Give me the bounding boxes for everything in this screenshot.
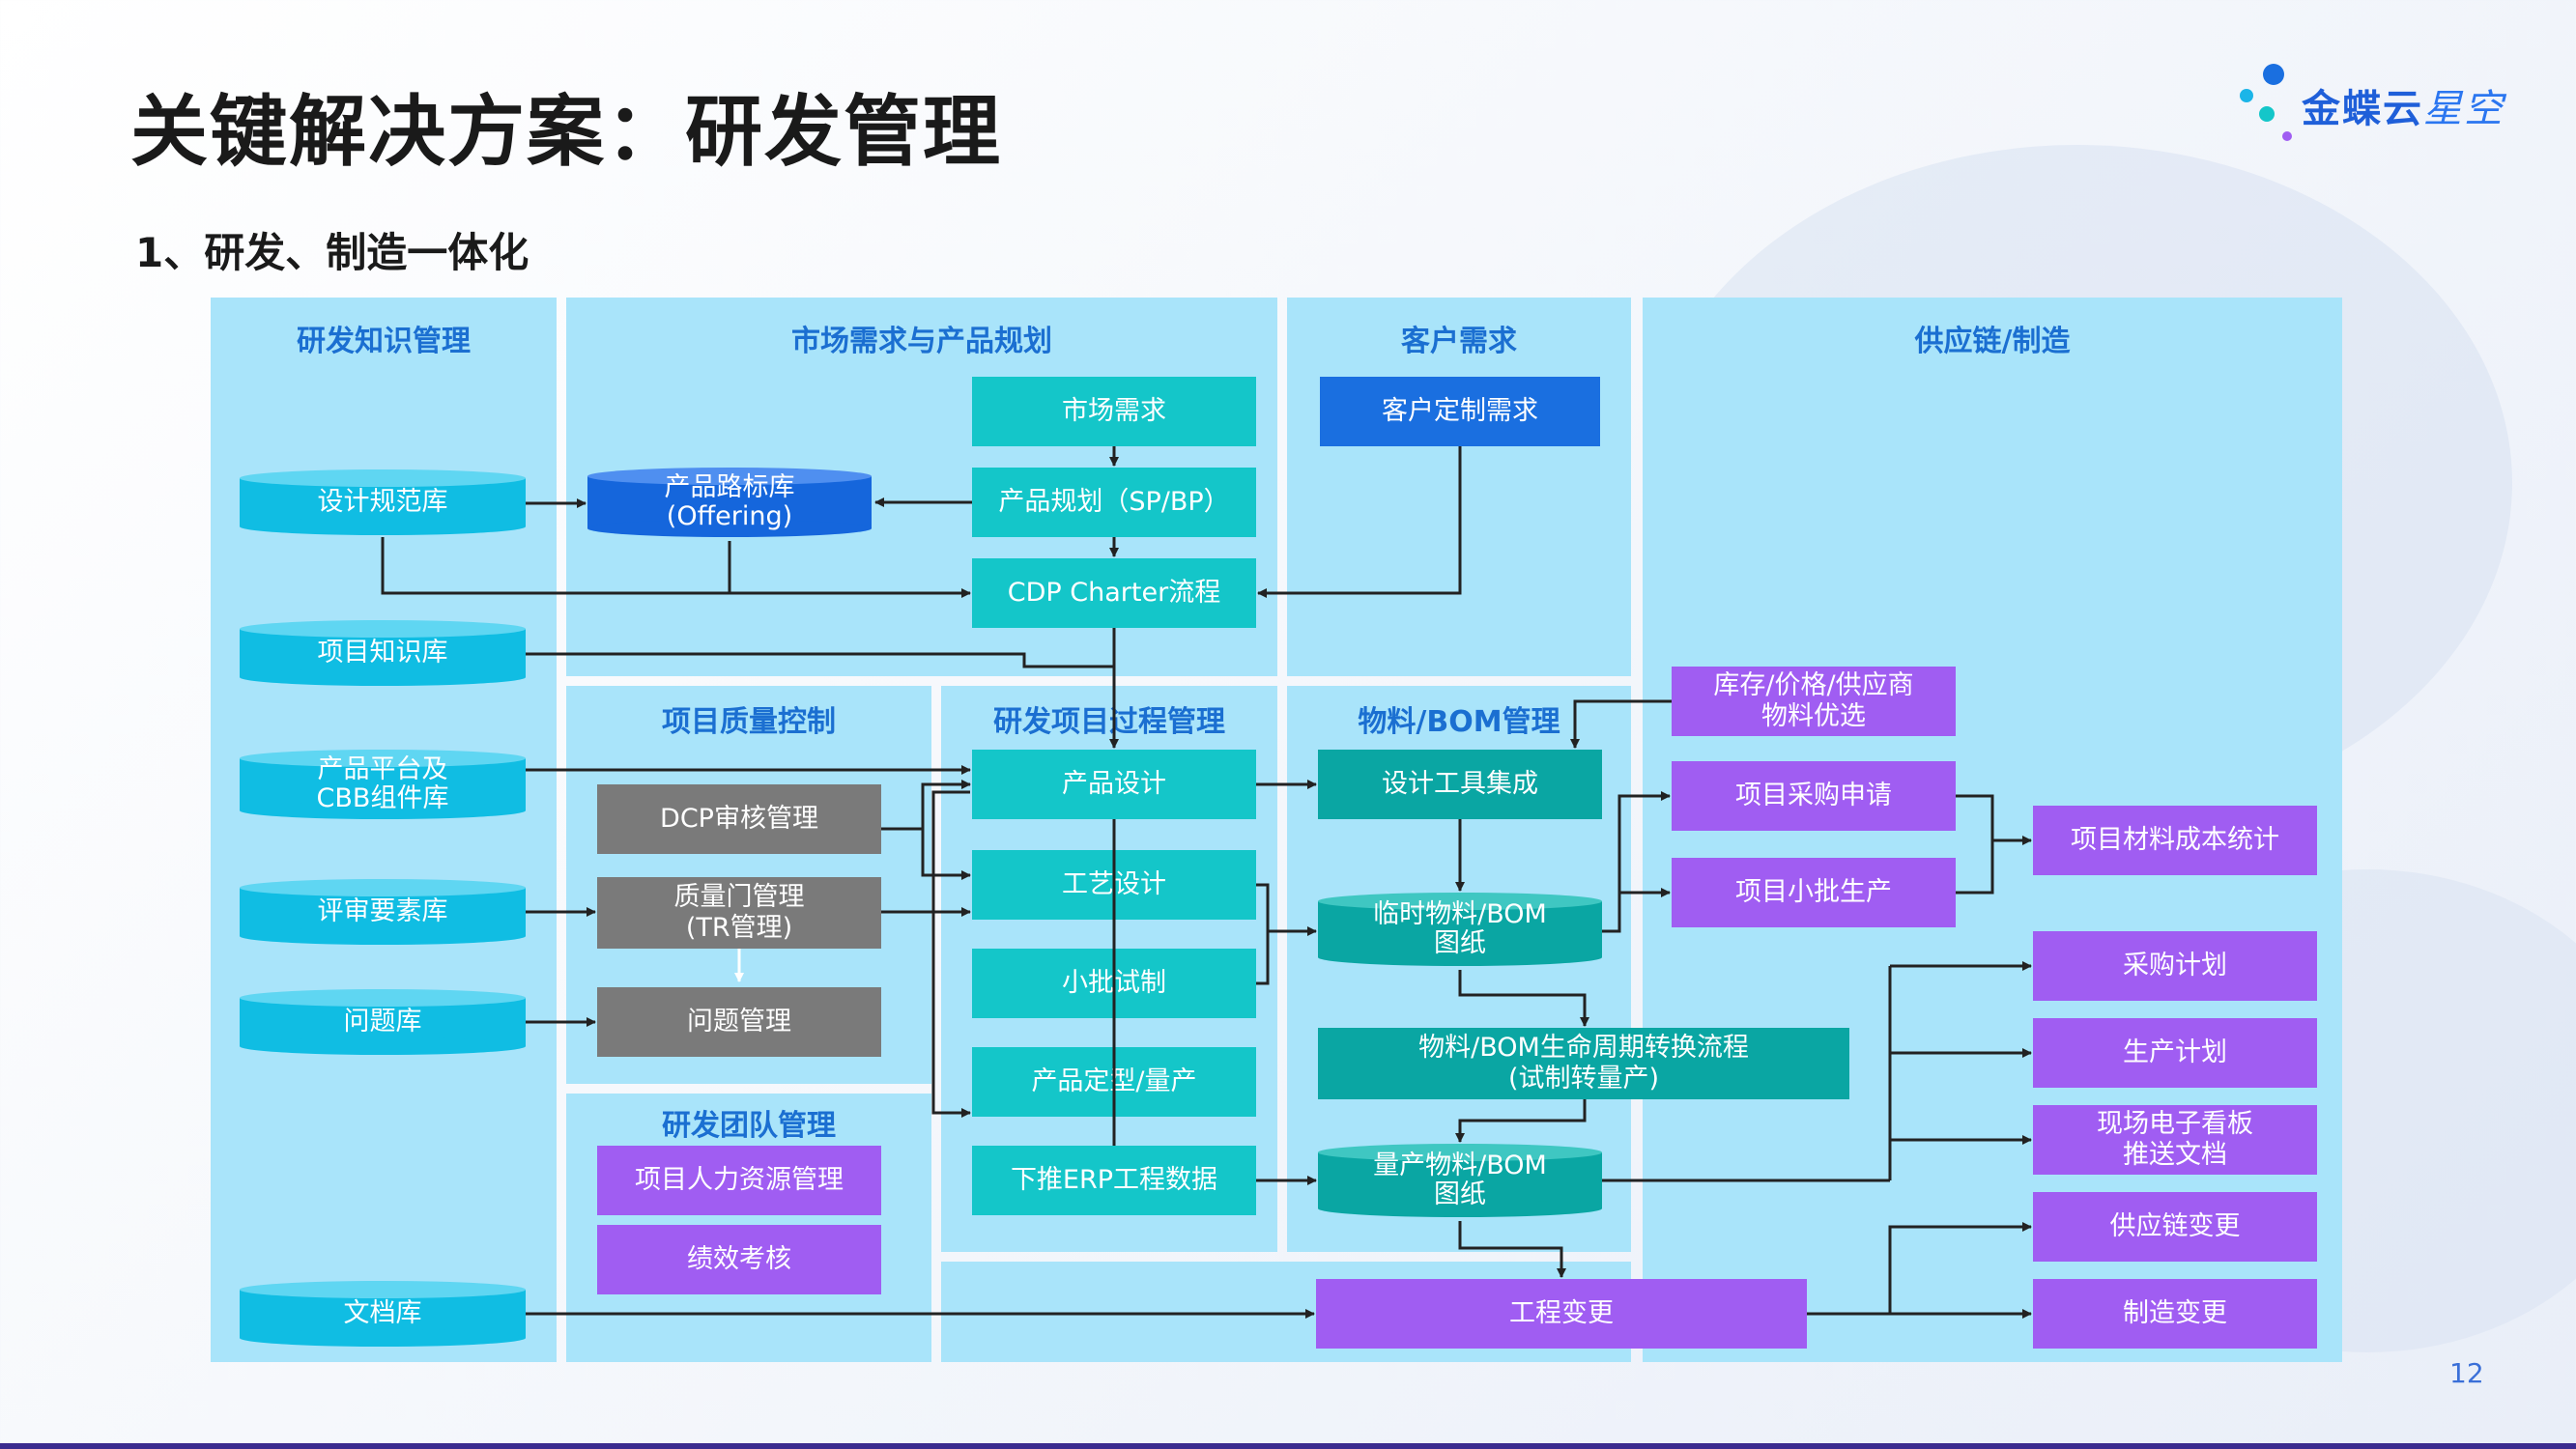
- repo-label-line: CBB组件库: [316, 783, 449, 813]
- node-label-line: 图纸: [1433, 928, 1486, 958]
- node-hr: 项目人力资源管理: [597, 1146, 881, 1215]
- node-engineering-change: 工程变更: [1316, 1279, 1807, 1349]
- connector-line: [931, 912, 971, 1118]
- repo-offering: 产品路标库(Offering): [587, 468, 872, 541]
- node-dcp-review: DCP审核管理: [597, 784, 881, 854]
- repo-project-knowledge: 项目知识库: [240, 620, 526, 688]
- page-number: 12: [2449, 1357, 2484, 1389]
- logo-product: 星空: [2423, 87, 2504, 131]
- node-label-line: 现场电子看板: [2097, 1109, 2253, 1139]
- node-label-line: 物料优选: [1760, 701, 1866, 731]
- connector-line: [526, 652, 1114, 668]
- connector-line: [1888, 1222, 2032, 1314]
- node-cdp-charter: CDP Charter流程: [972, 558, 1256, 628]
- node-cost-statistics: 项目材料成本统计: [2033, 806, 2317, 875]
- section-title-bom: 物料/BOM管理: [1358, 705, 1560, 739]
- node-label-line: 图纸: [1433, 1179, 1486, 1209]
- section-title-knowledge: 研发知识管理: [297, 325, 471, 358]
- node-erp-data: 下推ERP工程数据: [972, 1146, 1256, 1215]
- connector-line: [381, 537, 971, 598]
- logo-dot: [2240, 89, 2253, 102]
- node-customer-demand: 客户定制需求: [1320, 377, 1600, 446]
- connector-line: [1256, 883, 1270, 985]
- repo-label: 问题库: [343, 1007, 422, 1037]
- node-label-line: 物料/BOM生命周期转换流程: [1418, 1033, 1749, 1063]
- bottom-bar: [0, 1443, 2576, 1449]
- node-small-batch: 项目小批生产: [1672, 858, 1956, 927]
- node-label-line: 质量门管理: [673, 882, 805, 912]
- node-bom-lifecycle: 物料/BOM生命周期转换流程(试制转量产): [1318, 1028, 1849, 1099]
- repo-label: 文档库: [343, 1298, 422, 1328]
- logo-dot: [2259, 106, 2275, 122]
- section-title-team: 研发团队管理: [662, 1109, 836, 1143]
- node-kanban-docs: 现场电子看板推送文档: [2033, 1105, 2317, 1175]
- node-purchase-plan: 采购计划: [2033, 931, 2317, 1001]
- connector-line: [1956, 794, 1994, 895]
- section-title-customer: 客户需求: [1401, 325, 1517, 358]
- node-product-design: 产品设计: [972, 750, 1256, 819]
- node-label-line: 库存/价格/供应商: [1713, 670, 1914, 700]
- repo-label: 项目知识库: [317, 638, 448, 668]
- brand-logo: 金蝶云星空: [2232, 58, 2522, 155]
- connector-line: [1458, 970, 1589, 1027]
- page-title: 关键解决方案：研发管理: [130, 87, 1002, 177]
- connector-line: [1455, 1099, 1587, 1143]
- repo-label-line: 产品路标库: [664, 472, 795, 502]
- page-subtitle: 1、研发、制造一体化: [135, 229, 530, 276]
- node-mfg-change: 制造变更: [2033, 1279, 2317, 1349]
- node-market-demand: 市场需求: [972, 377, 1256, 446]
- section-title-quality: 项目质量控制: [662, 705, 836, 739]
- node-label: 库存/价格/供应商物料优选: [1713, 670, 1913, 732]
- node-label-line: (试制转量产): [1507, 1064, 1660, 1094]
- node-kpi: 绩效考核: [597, 1225, 881, 1294]
- node-label: 物料/BOM生命周期转换流程(试制转量产): [1418, 1033, 1749, 1094]
- section-title-supply: 供应链/制造: [1914, 325, 2071, 358]
- node-production-plan: 生产计划: [2033, 1018, 2317, 1088]
- connector-line: [1602, 791, 1671, 933]
- repo-design-spec: 设计规范库: [240, 469, 526, 537]
- node-problem-mgmt: 问题管理: [597, 987, 881, 1057]
- node-label-line: 量产物料/BOM: [1373, 1151, 1547, 1180]
- connector-line: [921, 829, 971, 880]
- node-product-planning: 产品规划（SP/BP）: [972, 468, 1256, 537]
- repo-issue: 问题库: [240, 989, 526, 1057]
- node-label: 现场电子看板推送文档: [2097, 1109, 2253, 1171]
- node-supply-change: 供应链变更: [2033, 1192, 2317, 1262]
- logo-brand: 金蝶云: [2302, 87, 2423, 131]
- connector-line: [931, 790, 970, 912]
- node-label-line: 推送文档: [2123, 1140, 2227, 1170]
- connector-line: [1458, 1221, 1566, 1278]
- section-title-market: 市场需求与产品规划: [791, 325, 1052, 358]
- logo-text: 金蝶云星空: [2302, 77, 2504, 133]
- section-title-process: 研发项目过程管理: [993, 705, 1225, 739]
- node-design-tool: 设计工具集成: [1318, 750, 1602, 819]
- node-purchase-request: 项目采购申请: [1672, 761, 1956, 831]
- node-label-line: 临时物料/BOM: [1373, 899, 1547, 929]
- repo-review: 评审要素库: [240, 879, 526, 947]
- logo-dot: [2263, 64, 2284, 85]
- node-quality-gate: 质量门管理(TR管理): [597, 877, 881, 949]
- node-label: 质量门管理(TR管理): [674, 882, 805, 944]
- logo-dot: [2282, 131, 2292, 141]
- repo-label-line: (Offering): [666, 501, 793, 531]
- node-stock-price-supplier: 库存/价格/供应商物料优选: [1672, 667, 1956, 736]
- repo-label: 设计规范库: [317, 487, 448, 517]
- repo-label: 产品路标库(Offering): [665, 473, 795, 531]
- repo-label: 评审要素库: [317, 896, 448, 926]
- connector-line: [1257, 446, 1462, 598]
- repo-label-line: 产品平台及: [317, 754, 448, 784]
- connector-line: [1570, 699, 1672, 749]
- node-label-line: (TR管理): [685, 913, 793, 943]
- connector-line: [881, 780, 971, 831]
- repo-document: 文档库: [240, 1281, 526, 1349]
